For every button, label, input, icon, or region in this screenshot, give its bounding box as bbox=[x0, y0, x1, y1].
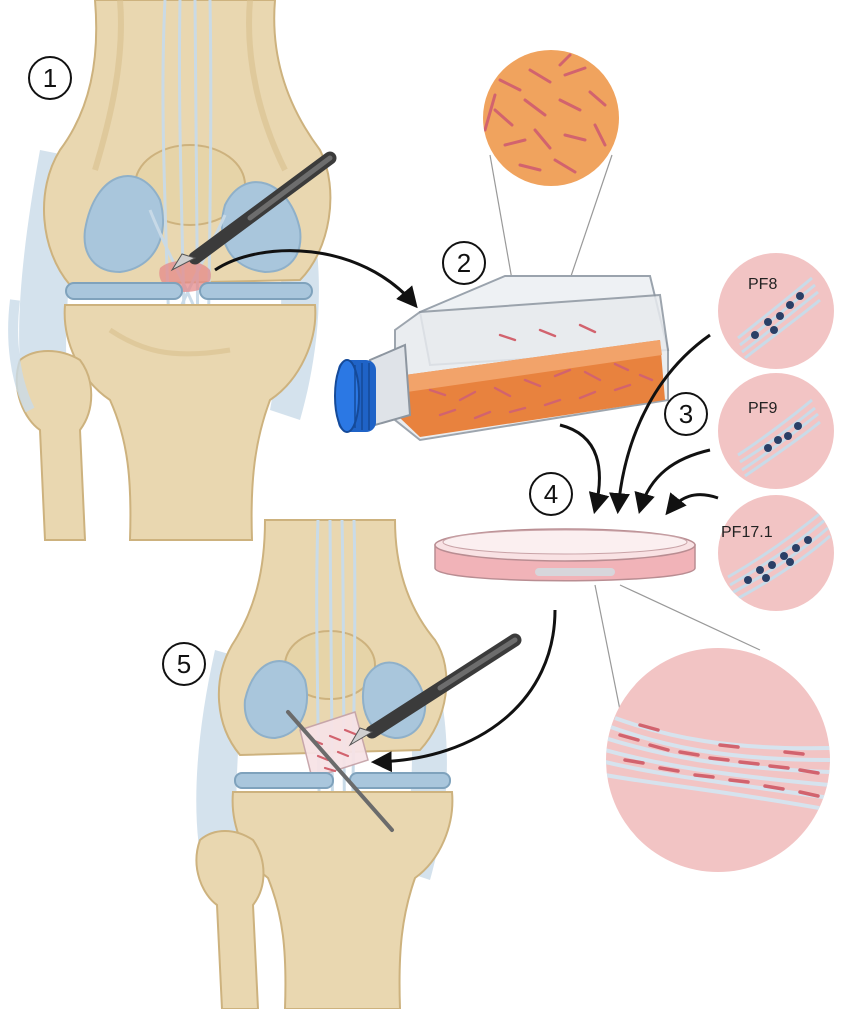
scaffold-pf17-1: PF17.1 bbox=[718, 495, 834, 611]
svg-text:2: 2 bbox=[457, 248, 471, 278]
petri-dish-icon bbox=[435, 529, 695, 581]
scaffold-pf8: PF8 bbox=[718, 253, 834, 369]
step-1-label: 1 bbox=[29, 57, 71, 99]
scaffold-pf9: PF9 bbox=[718, 373, 834, 489]
step-4-label: 4 bbox=[530, 473, 572, 515]
svg-text:PF8: PF8 bbox=[748, 276, 777, 293]
step-3-label: 3 bbox=[665, 393, 707, 435]
svg-text:1: 1 bbox=[43, 63, 57, 93]
step-2-label: 2 bbox=[443, 242, 485, 284]
culture-flask-icon bbox=[335, 276, 668, 440]
svg-text:PF17.1: PF17.1 bbox=[721, 524, 773, 541]
step-5-label: 5 bbox=[163, 643, 205, 685]
knee-joint-after bbox=[196, 520, 452, 1009]
zoom-line-left bbox=[595, 585, 620, 710]
svg-text:4: 4 bbox=[544, 479, 558, 509]
svg-text:3: 3 bbox=[679, 399, 693, 429]
svg-text:PF9: PF9 bbox=[748, 400, 777, 417]
svg-text:5: 5 bbox=[177, 649, 191, 679]
seeded-scaffold-zoom bbox=[605, 648, 830, 872]
